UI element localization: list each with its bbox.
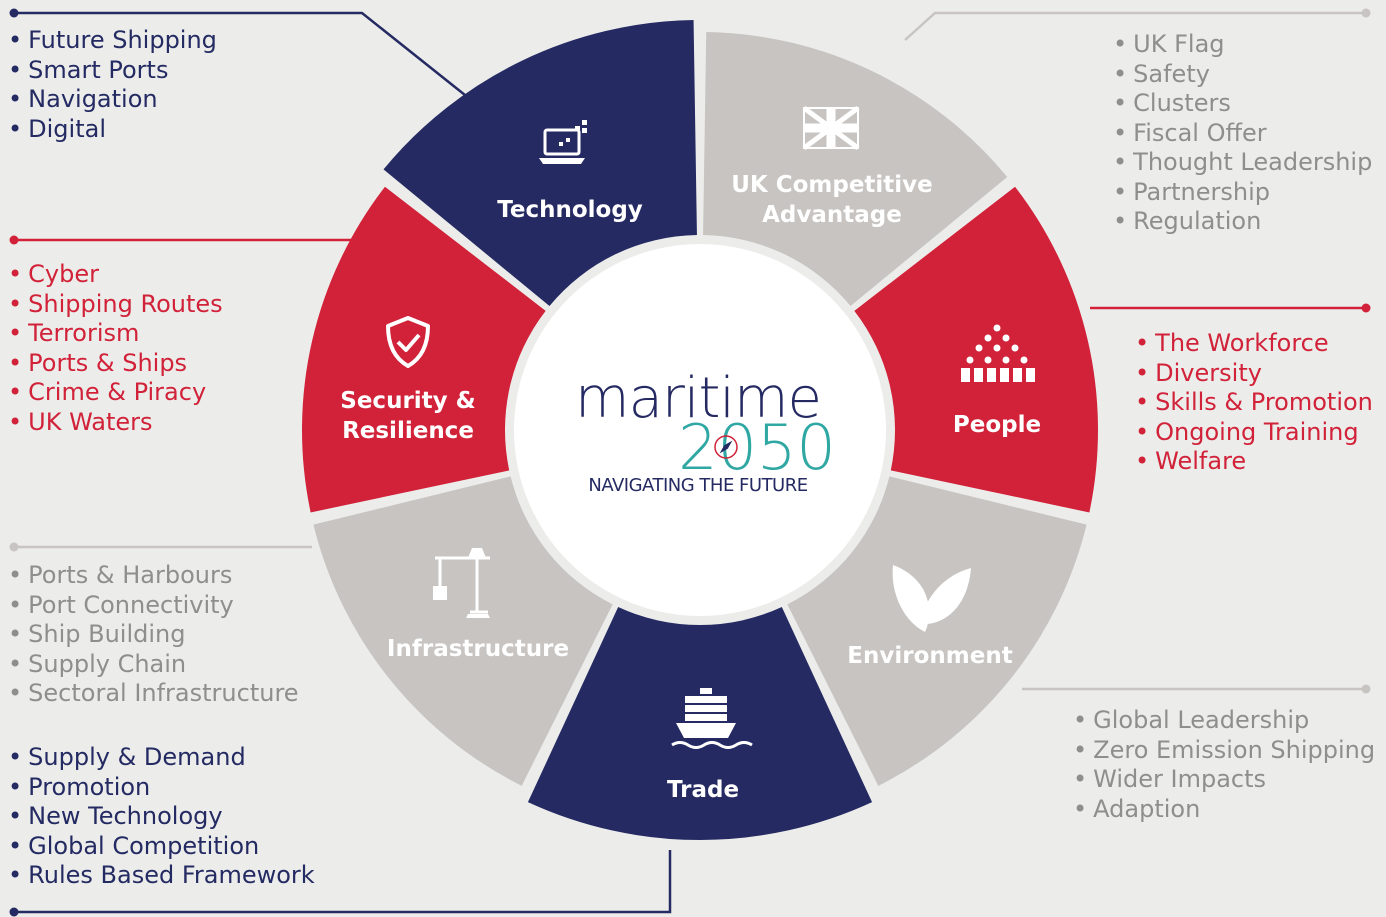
tagline: NAVIGATING THE FUTURE (588, 475, 807, 496)
compass-icon (714, 435, 738, 459)
segment-label-technology: Technology (497, 197, 643, 223)
list-infrastructure: Ports & HarboursPort ConnectivityShip Bu… (8, 561, 299, 709)
list-item-trade: New Technology (8, 802, 315, 832)
segment-technology (383, 20, 697, 307)
people-group-icon (961, 324, 1035, 382)
list-item-people: Ongoing Training (1135, 418, 1373, 448)
list-item-environment: Global Leadership (1073, 706, 1375, 736)
container-ship-icon (671, 688, 753, 749)
list-item-uk: UK Flag (1113, 30, 1372, 60)
list-item-technology: Future Shipping (8, 26, 217, 56)
list-item-uk: Clusters (1113, 89, 1372, 119)
list-item-technology: Smart Ports (8, 56, 217, 86)
segment-label-uk-line1: UK Competitive (731, 172, 933, 198)
list-item-environment: Wider Impacts (1073, 765, 1375, 795)
list-item-security: Crime & Piracy (8, 378, 223, 408)
list-people: The WorkforceDiversitySkills & Promotion… (1135, 329, 1373, 477)
list-item-infrastructure: Port Connectivity (8, 591, 299, 621)
list-environment: Global LeadershipZero Emission ShippingW… (1073, 706, 1375, 824)
list-trade: Supply & DemandPromotionNew TechnologyGl… (8, 743, 315, 891)
leaves-icon (892, 565, 971, 632)
list-item-trade: Rules Based Framework (8, 861, 315, 891)
list-item-technology: Digital (8, 115, 217, 145)
center-disc (514, 244, 886, 616)
segment-infrastructure (313, 476, 613, 786)
list-item-infrastructure: Sectoral Infrastructure (8, 679, 298, 709)
union-flag-icon (802, 105, 860, 151)
laptop-icon (539, 120, 587, 164)
list-item-security: UK Waters (8, 408, 223, 438)
list-uk-competitive-advantage: UK FlagSafetyClustersFiscal OfferThought… (1113, 30, 1372, 237)
segment-label-trade: Trade (667, 777, 739, 803)
list-item-trade: Promotion (8, 773, 315, 803)
list-item-security: Ports & Ships (8, 349, 223, 379)
list-item-technology: Navigation (8, 85, 217, 115)
list-item-people: Welfare (1135, 447, 1373, 477)
segment-environment (787, 476, 1087, 786)
shield-check-icon (386, 316, 430, 368)
list-item-security: Cyber (8, 260, 223, 290)
segment-label-people: People (953, 412, 1041, 438)
brand-year: 2050 (678, 411, 836, 484)
list-item-people: The Workforce (1135, 329, 1373, 359)
segment-label-infrastructure: Infrastructure (387, 636, 569, 662)
list-item-environment: Adaption (1073, 795, 1375, 825)
connector-technology (14, 11, 481, 108)
segment-label-security-line2: Resilience (342, 418, 474, 444)
segment-label-security-line1: Security & (340, 388, 475, 414)
brand-word: maritime (575, 366, 821, 431)
list-item-people: Skills & Promotion (1135, 388, 1373, 418)
segment-uk (703, 32, 1008, 307)
list-item-environment: Zero Emission Shipping (1073, 736, 1375, 766)
crane-icon (433, 548, 490, 618)
list-item-security: Terrorism (8, 319, 223, 349)
connector-trade (14, 850, 672, 914)
list-item-security: Shipping Routes (8, 290, 223, 320)
list-item-uk: Regulation (1113, 207, 1372, 237)
list-item-trade: Supply & Demand (8, 743, 315, 773)
list-item-infrastructure: Ship Building (8, 620, 299, 650)
segment-label-uk-line2: Advantage (762, 202, 902, 228)
list-item-trade: Global Competition (8, 832, 315, 862)
connector-uk-competitive-advantage (904, 11, 1366, 41)
list-technology: Future ShippingSmart PortsNavigationDigi… (8, 26, 217, 144)
list-item-people: Diversity (1135, 359, 1373, 389)
list-item-uk: Safety (1113, 60, 1372, 90)
list-item-uk: Partnership (1113, 178, 1372, 208)
segment-label-environment: Environment (847, 643, 1012, 669)
list-item-uk: Thought Leadership (1113, 148, 1372, 178)
list-item-infrastructure: Ports & Harbours (8, 561, 299, 591)
list-security: CyberShipping RoutesTerrorismPorts & Shi… (8, 260, 223, 437)
list-item-infrastructure: Supply Chain (8, 650, 299, 680)
list-item-uk: Fiscal Offer (1113, 119, 1372, 149)
